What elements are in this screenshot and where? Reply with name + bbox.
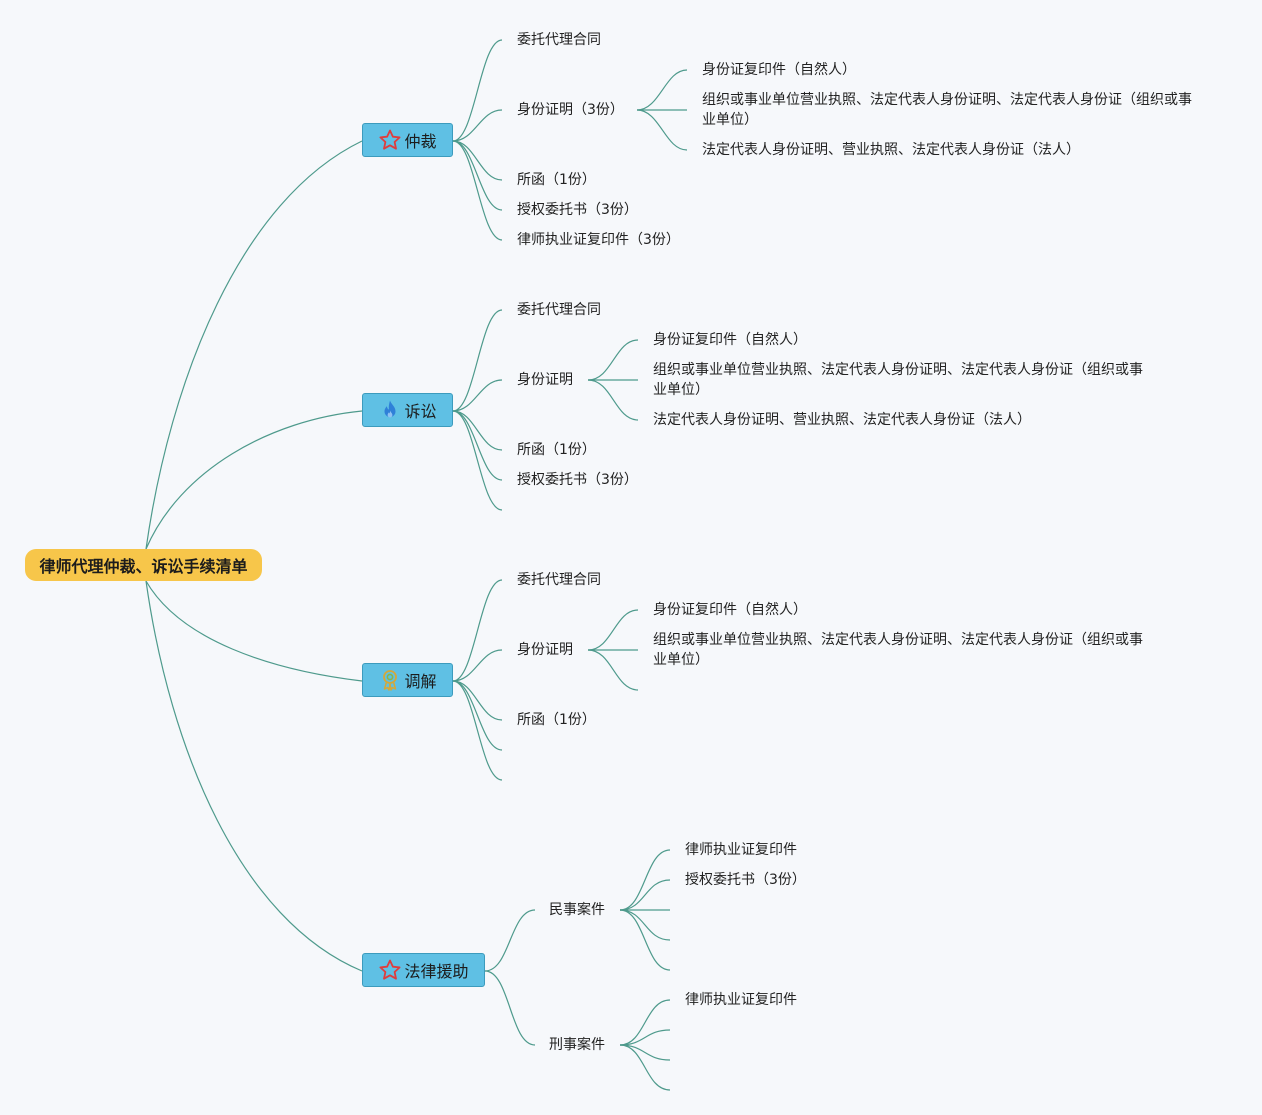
leaf-item[interactable]: 委托代理合同	[517, 32, 601, 48]
leaf-item[interactable]: 身份证复印件（自然人）	[653, 332, 807, 348]
branch-arbitration[interactable]: 仲裁	[362, 123, 453, 157]
star-icon	[378, 958, 402, 982]
branch-label: 仲裁	[404, 132, 437, 151]
leaf-item[interactable]: 授权委托书（3份）	[517, 472, 638, 488]
leaf-item[interactable]: 身份证明	[517, 642, 573, 658]
leaf-item[interactable]: 组织或事业单位营业执照、法定代表人身份证明、法定代表人身份证（组织或事业单位）	[653, 632, 1143, 668]
leaf-item[interactable]: 所函（1份）	[517, 172, 596, 188]
sub-branch-civil[interactable]: 民事案件	[549, 902, 605, 918]
leaf-item[interactable]: 委托代理合同	[517, 302, 601, 318]
leaf-item[interactable]: 委托代理合同	[517, 572, 601, 588]
leaf-item[interactable]: 法定代表人身份证明、营业执照、法定代表人身份证（法人）	[702, 142, 1080, 158]
sub-branch-criminal[interactable]: 刑事案件	[549, 1037, 605, 1053]
star-icon	[378, 128, 402, 152]
link-root-litigation	[145, 410, 363, 550]
leaf-item[interactable]: 身份证明	[517, 372, 573, 388]
leaf-item[interactable]: 身份证明（3份）	[517, 102, 624, 118]
leaf-item[interactable]: 身份证复印件（自然人）	[702, 62, 856, 78]
branch-litigation[interactable]: 诉讼	[362, 393, 453, 427]
medal-icon	[378, 668, 402, 692]
link-root-mediation	[145, 580, 363, 682]
leaf-item[interactable]: 所函（1份）	[517, 712, 596, 728]
branch-label: 调解	[404, 672, 437, 691]
leaf-item[interactable]: 法定代表人身份证明、营业执照、法定代表人身份证（法人）	[653, 412, 1031, 428]
leaf-item[interactable]: 授权委托书（3份）	[517, 202, 638, 218]
leaf-item[interactable]: 律师执业证复印件（3份）	[517, 232, 680, 248]
leaf-item[interactable]: 身份证复印件（自然人）	[653, 602, 807, 618]
branch-label: 法律援助	[404, 962, 469, 981]
leaf-item[interactable]: 组织或事业单位营业执照、法定代表人身份证明、法定代表人身份证（组织或事业单位）	[702, 92, 1192, 128]
root-node[interactable]: 律师代理仲裁、诉讼手续清单	[25, 549, 262, 581]
branch-label: 诉讼	[404, 402, 437, 421]
branch-mediation[interactable]: 调解	[362, 663, 453, 697]
branch-legal-aid[interactable]: 法律援助	[362, 953, 485, 987]
leaf-item[interactable]: 所函（1份）	[517, 442, 596, 458]
fire-icon	[378, 398, 402, 422]
link-root-arbitration	[145, 140, 363, 550]
leaf-item[interactable]: 律师执业证复印件	[685, 992, 797, 1008]
leaf-item[interactable]: 授权委托书（3份）	[685, 872, 806, 888]
leaf-item[interactable]: 组织或事业单位营业执照、法定代表人身份证明、法定代表人身份证（组织或事业单位）	[653, 362, 1143, 398]
link-root-legalaid	[145, 580, 363, 972]
leaf-item[interactable]: 律师执业证复印件	[685, 842, 797, 858]
